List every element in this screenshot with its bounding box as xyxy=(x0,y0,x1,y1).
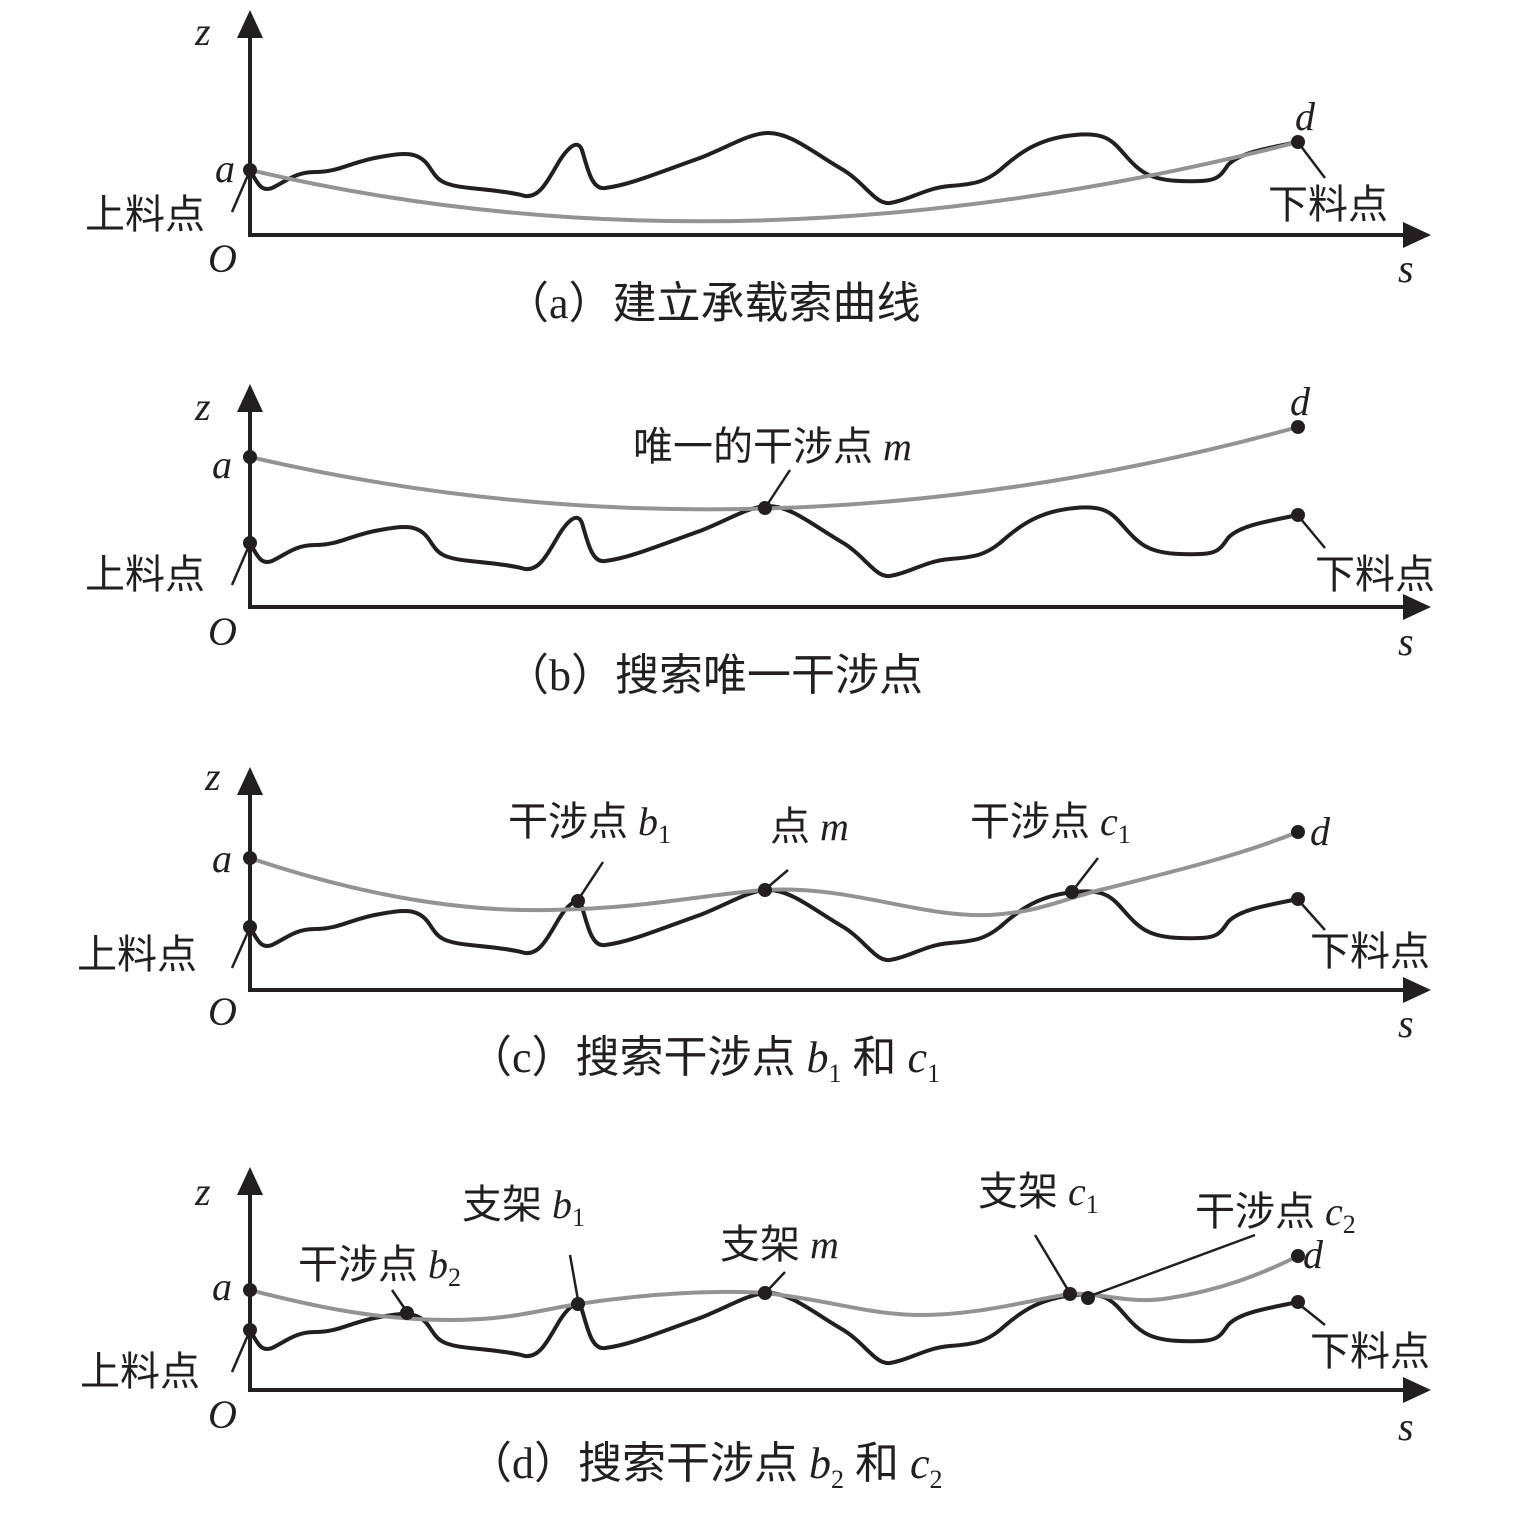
point-c2 xyxy=(1081,1291,1095,1305)
leader-line xyxy=(230,931,250,969)
z-axis-arrow xyxy=(237,10,263,38)
unloading-point-label: 下料点 xyxy=(1315,552,1435,597)
panel-c: z s O a d 干涉点 b1 点 m 干涉点 c1 上料点 下料点 （c）搜… xyxy=(77,754,1431,1088)
origin-label: O xyxy=(208,989,237,1034)
terrain-profile xyxy=(248,504,1300,579)
s-axis-label: s xyxy=(1398,1001,1414,1046)
panel-caption: （b）搜索唯一干涉点 xyxy=(505,651,923,700)
label-a: a xyxy=(212,1264,232,1309)
cable-curve xyxy=(249,140,1299,224)
leader-line xyxy=(1033,1234,1070,1291)
panel-a: z s O a d 上料点 下料点 （a）建立承载索曲线 xyxy=(85,9,1431,328)
panel-d: z s O a d 干涉点 b2 支架 b1 支架 m 支架 c1 干涉点 c2… xyxy=(80,1167,1431,1494)
point-a xyxy=(243,450,257,464)
support-c1-label: 支架 c1 xyxy=(978,1169,1099,1219)
point-m xyxy=(758,501,772,515)
point-a xyxy=(243,851,257,865)
interference-point-c2-label: 干涉点 c2 xyxy=(1195,1189,1356,1239)
label-a: a xyxy=(215,146,235,191)
leader-line xyxy=(568,1254,580,1301)
support-b1-label: 支架 b1 xyxy=(462,1182,585,1232)
s-axis-label: s xyxy=(1398,246,1414,291)
z-axis-arrow xyxy=(237,384,263,412)
panel-caption: （d）搜索干涉点 b2 和 c2 xyxy=(468,1439,943,1494)
leader-line xyxy=(1299,901,1326,931)
leader-line xyxy=(578,861,605,898)
leader-line xyxy=(1299,517,1326,549)
point-b1 xyxy=(571,1297,585,1311)
leader-line xyxy=(765,469,792,506)
loading-point-label: 上料点 xyxy=(85,552,205,597)
support-m-label: 支架 m xyxy=(720,1222,839,1267)
interference-point-b1-label: 干涉点 b1 xyxy=(508,799,671,849)
loading-point xyxy=(243,1323,257,1337)
unloading-point-label: 下料点 xyxy=(1310,1329,1430,1374)
label-a: a xyxy=(212,836,232,881)
leader-line xyxy=(230,174,250,213)
terrain-profile xyxy=(248,1291,1300,1366)
point-m-label: 点 m xyxy=(770,804,849,849)
leader-line xyxy=(230,547,250,586)
interference-point-c1-label: 干涉点 c1 xyxy=(970,799,1131,849)
leader-line xyxy=(767,1271,786,1291)
s-axis-label: s xyxy=(1398,1404,1414,1449)
loading-point xyxy=(243,536,257,550)
s-axis-arrow xyxy=(1403,1377,1431,1403)
z-axis-label: z xyxy=(194,9,211,54)
interference-point-m-label: 唯一的干涉点 m xyxy=(633,424,912,469)
point-a xyxy=(243,163,257,177)
leader-line xyxy=(390,1289,407,1310)
loading-point-label: 上料点 xyxy=(77,932,197,977)
z-axis-label: z xyxy=(194,384,211,429)
leader-line xyxy=(767,869,789,888)
interference-point-b2-label: 干涉点 b2 xyxy=(298,1242,461,1292)
point-d xyxy=(1291,825,1305,839)
s-axis-arrow xyxy=(1403,594,1431,620)
s-axis-arrow xyxy=(1403,222,1431,248)
loading-point-label: 上料点 xyxy=(85,192,205,237)
point-c1 xyxy=(1063,1287,1077,1301)
z-axis-label: z xyxy=(194,1169,211,1214)
leader-line xyxy=(1299,144,1326,179)
label-d: d xyxy=(1290,379,1311,424)
unloading-point-label: 下料点 xyxy=(1310,929,1430,974)
leader-line xyxy=(1073,857,1099,890)
point-d xyxy=(1291,1249,1305,1263)
label-d: d xyxy=(1310,809,1331,854)
origin-label: O xyxy=(208,1392,237,1437)
point-a xyxy=(243,1283,257,1297)
leader-line xyxy=(230,1334,250,1373)
s-axis-label: s xyxy=(1398,619,1414,664)
origin-label: O xyxy=(208,609,237,654)
z-axis-arrow xyxy=(237,767,263,795)
cable-curve xyxy=(249,1254,1299,1323)
s-axis-arrow xyxy=(1403,977,1431,1003)
panel-b: z s O a d 唯一的干涉点 m 上料点 下料点 （b）搜索唯一干涉点 xyxy=(85,379,1435,700)
z-axis-label: z xyxy=(204,754,221,799)
panel-caption: （c）搜索干涉点 b1 和 c1 xyxy=(468,1033,940,1088)
loading-point xyxy=(243,920,257,934)
loading-point-label: 上料点 xyxy=(80,1349,200,1394)
terrain-profile xyxy=(248,131,1300,206)
leader-line xyxy=(1299,1304,1326,1326)
z-axis-arrow xyxy=(237,1167,263,1195)
point-d xyxy=(1291,420,1305,434)
cable-curve xyxy=(249,830,1299,918)
point-b1 xyxy=(571,894,585,908)
origin-label: O xyxy=(208,236,237,281)
label-d: d xyxy=(1303,1232,1324,1277)
label-a: a xyxy=(212,442,232,487)
label-d: d xyxy=(1295,94,1316,139)
leader-line xyxy=(1089,1233,1256,1298)
unloading-point-label: 下料点 xyxy=(1268,182,1388,227)
panel-caption: （a）建立承载索曲线 xyxy=(505,279,921,328)
point-b2 xyxy=(400,1306,414,1320)
